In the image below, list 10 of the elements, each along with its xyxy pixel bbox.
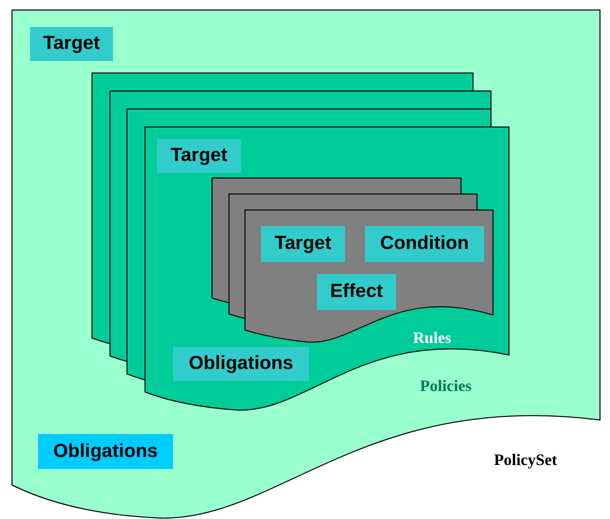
label-box: Target <box>157 139 241 173</box>
sheet-label: Rules <box>413 330 452 348</box>
label-box: Obligations <box>173 347 309 381</box>
label-box: Target <box>30 27 113 61</box>
sheet-label: Policies <box>420 378 472 396</box>
label-box: Condition <box>365 226 484 262</box>
label-box: Obligations <box>38 434 173 469</box>
sheet-label: PolicySet <box>494 452 558 470</box>
label-box: Effect <box>317 274 396 310</box>
label-box: Target <box>261 226 345 262</box>
